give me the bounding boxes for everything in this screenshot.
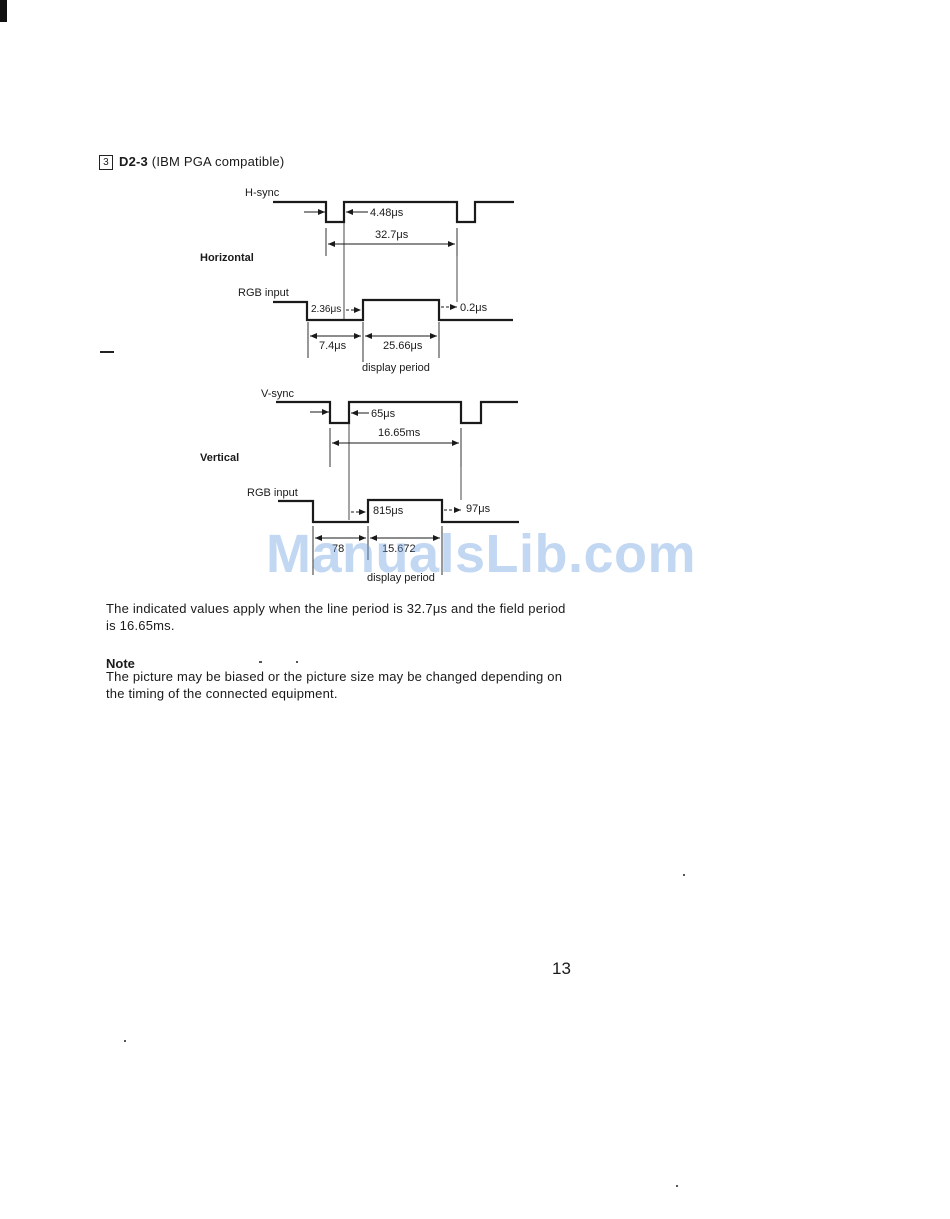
- section-heading: 3 D2-3 (IBM PGA compatible): [99, 154, 285, 171]
- v-sync-pulse-width: 65μs: [371, 408, 396, 420]
- h-blank-time: 7.4μs: [319, 340, 347, 352]
- section-code: D2-3: [119, 154, 148, 169]
- horizontal-group-label: Horizontal: [200, 252, 254, 264]
- h-active-time: 25.66μs: [383, 340, 423, 352]
- h-line-period: 32.7μs: [375, 229, 409, 241]
- scan-edge-mark: [0, 0, 7, 22]
- section-description: (IBM PGA compatible): [151, 154, 285, 169]
- h-rgb-label: RGB input: [238, 287, 289, 299]
- v-field-period: 16.65ms: [378, 427, 421, 439]
- v-display-period-label: display period: [367, 572, 435, 584]
- v-blank-time: 78: [332, 543, 344, 555]
- h-back-gap: 0.2μs: [460, 302, 488, 314]
- v-rgb-waveform: [278, 498, 519, 524]
- scan-speck: [676, 1185, 678, 1187]
- v-sync-waveform: [276, 400, 518, 425]
- note-text: The picture may be biased or the picture…: [106, 669, 563, 701]
- h-sync-label: H-sync: [245, 187, 280, 199]
- timing-note-paragraph: The indicated values apply when the line…: [106, 601, 566, 633]
- v-sync-label: V-sync: [261, 388, 295, 400]
- vertical-group-label: Vertical: [200, 452, 239, 464]
- h-front-gap: 2.36μs: [311, 304, 341, 315]
- scan-speck: [124, 1040, 126, 1042]
- v-back-gap: 97μs: [466, 503, 491, 515]
- scan-speck: [259, 661, 262, 663]
- h-rgb-waveform: [273, 298, 513, 322]
- page-number: 13: [552, 959, 571, 978]
- watermark-logo: ManualsLib.com: [266, 524, 697, 584]
- v-rgb-label: RGB input: [247, 487, 298, 499]
- h-display-period-label: display period: [362, 362, 430, 374]
- v-front-gap: 815μs: [373, 505, 404, 517]
- h-sync-pulse-width: 4.48μs: [370, 207, 404, 219]
- margin-dash-mark: [100, 351, 114, 353]
- scan-speck: [296, 661, 298, 663]
- note-heading: Note: [106, 656, 135, 671]
- h-sync-waveform: [273, 200, 514, 224]
- scan-speck: [683, 874, 685, 876]
- section-number-box: 3: [99, 155, 113, 171]
- v-active-time: 15.672: [382, 543, 416, 555]
- timing-diagram: H-sync 4.48μs 32.7μs Horizontal RGB inpu…: [200, 187, 519, 584]
